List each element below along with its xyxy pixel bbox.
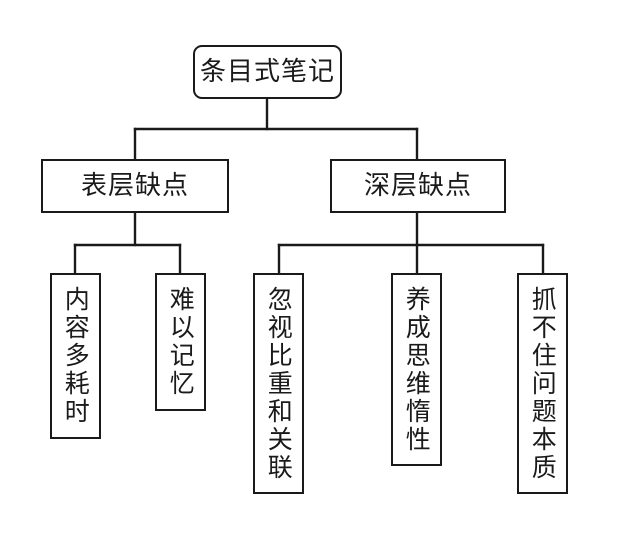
node-leaf-thinking-inertia-label: 养成思维惰性	[402, 285, 432, 454]
node-leaf-hard-memorize-label: 难以记忆	[166, 286, 196, 398]
node-leaf-miss-essence-label: 抓不住问题本质	[528, 285, 558, 482]
node-leaf-thinking-inertia[interactable]: 养成思维惰性	[391, 273, 442, 466]
node-root-label: 条目式笔记	[199, 56, 335, 87]
node-leaf-content-time-label: 内容多耗时	[61, 286, 91, 426]
node-branch-surface[interactable]: 表层缺点	[41, 159, 229, 213]
node-leaf-hard-memorize[interactable]: 难以记忆	[155, 273, 206, 411]
node-branch-deep-label: 深层缺点	[363, 170, 472, 201]
node-leaf-miss-essence[interactable]: 抓不住问题本质	[517, 273, 568, 494]
node-leaf-content-time[interactable]: 内容多耗时	[50, 273, 101, 439]
node-branch-surface-label: 表层缺点	[80, 170, 189, 201]
node-branch-deep[interactable]: 深层缺点	[330, 159, 506, 213]
node-leaf-ignore-weight-relation[interactable]: 忽视比重和关联	[253, 273, 304, 494]
node-root[interactable]: 条目式笔记	[193, 45, 342, 99]
node-leaf-ignore-weight-relation-label: 忽视比重和关联	[264, 285, 294, 482]
